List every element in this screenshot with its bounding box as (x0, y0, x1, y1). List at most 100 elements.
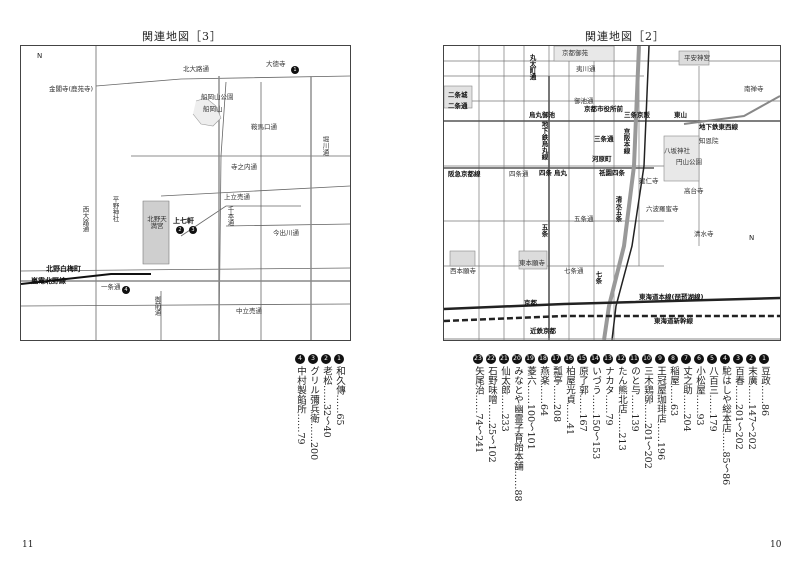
nanzenji-label: 南禅寺 (744, 85, 764, 93)
hankyu-label: 阪急京都線 (448, 170, 481, 178)
shiyakusho-label: 京都市役所前 (584, 105, 623, 113)
daitokuji-label: 大徳寺 (266, 60, 286, 68)
nijojo-label: 二条城 (448, 91, 468, 99)
right-north-arrow: N (749, 234, 755, 242)
kitano-hakubaicho-label: 北野白梅町 (46, 265, 81, 273)
oike-label: 御池通 (574, 97, 594, 105)
left-map-roads (21, 46, 350, 340)
shichijo-st-label: 七条 (594, 271, 602, 284)
karasuma-label: 烏丸 (554, 169, 567, 177)
kuramaguchi-label: 鞍馬口通 (251, 123, 277, 131)
kodaiji-label: 高台寺 (684, 187, 704, 195)
ebisugawa-label: 夷川通 (576, 65, 596, 73)
nishi-honganji-label: 西本願寺 (450, 267, 476, 275)
karasuma-oike-label: 烏丸御池 (529, 111, 555, 119)
kiyomizu-label: 清水寺 (694, 230, 714, 238)
page-number-left: 11 (22, 540, 34, 550)
nijo-label: 二条通 (448, 102, 468, 110)
index-entry: 7丈之助……204 (681, 354, 692, 432)
right-map-roads (444, 46, 780, 340)
chionin-label: 知恩院 (699, 137, 719, 145)
index-entry: 3百春……201〜202 (733, 354, 744, 450)
page-number-right: 10 (770, 540, 782, 550)
senbon-label: 千本通 (226, 206, 234, 226)
index-entry: 2末廣……147〜202 (746, 354, 757, 450)
index-entry: 4駝はしや総本店……85〜86 (720, 354, 731, 486)
marker-4: 4 (122, 286, 130, 294)
left-map-title: 関連地図［3］ (142, 30, 222, 43)
left-map: N 金閣寺(鹿苑寺) 北大路通 大徳寺 船岡山公園 船岡山 鞍馬口通 堀川通 寺… (20, 45, 351, 341)
imadegawa-label: 今出川通 (273, 229, 299, 237)
gosho-label: 京都御苑 (562, 49, 588, 57)
funaoka-park-label: 船岡山公園 (201, 93, 234, 101)
funaoka-label: 船岡山 (203, 105, 223, 113)
index-entry: 1豆政……86 (759, 354, 770, 417)
kamishichiken-label: 上七軒 (173, 217, 194, 225)
hirano-label: 平野神社 (111, 196, 119, 222)
higashiyama-label: 東山 (674, 111, 687, 119)
sanjo-label: 三条通 (594, 135, 614, 143)
index-entry: 3グリル彌兵衛……200 (308, 354, 319, 461)
left-index: 1和久傳……65 2老松……32〜40 3グリル彌兵衛……200 4中村製餡所…… (285, 354, 345, 494)
teranouchi-label: 寺之内通 (231, 163, 257, 171)
marutamachi-label: 丸太町通 (528, 54, 536, 80)
nishioji-label: 西大路通 (81, 206, 89, 232)
rokuhara-label: 六波羅蜜寺 (646, 205, 679, 213)
karasuma-line-label: 地下鉄烏丸線 (540, 121, 548, 160)
gojo-label: 五条通 (574, 215, 594, 223)
shijo-st-label: 四条 (539, 169, 552, 177)
maruyama-label: 円山公園 (676, 158, 702, 166)
nakadachiuri-label: 中立売通 (236, 307, 262, 315)
gozen-label: 御前通 (153, 296, 161, 316)
index-entry: 22石野味噌……25〜102 (486, 354, 497, 463)
index-entry: 18燕楽……64 (538, 354, 549, 417)
index-entry: 16柏屋光貞……41 (564, 354, 575, 436)
index-entry: 19菱六……100〜101 (525, 354, 536, 450)
index-entry: 15原了郭……167 (577, 354, 588, 432)
keihan-label: 京阪本線 (622, 128, 630, 154)
higashi-honganji-label: 東本願寺 (519, 259, 545, 267)
kenninji-label: 建仁寺 (639, 177, 659, 185)
horikawa-label: 堀川通 (321, 136, 329, 156)
randen-label: 嵐電北野線 (31, 277, 66, 285)
shinkansen-label: 東海道新幹線 (654, 317, 693, 325)
index-entry: 17瓢亭……208 (551, 354, 562, 423)
index-entry: 20みなとや幽霊子育飴本舗……88 (512, 354, 523, 502)
right-map: N 京都御苑 丸太町通 夷川通 二条城 二条通 平安神宮 南禅寺 御池通 京都市… (443, 45, 781, 341)
right-map-title: 関連地図［2］ (585, 30, 665, 43)
shichijo-label: 七条通 (564, 267, 584, 275)
kyoto-label: 京都 (524, 299, 537, 307)
kiyomizu-gojo-label: 清水五条 (614, 196, 622, 222)
index-entry: 23矢尾治……74〜241 (473, 354, 484, 454)
index-entry: 4中村製餡所……79 (295, 354, 306, 445)
gion-shijo-label: 祇園四条 (599, 169, 625, 177)
kamidachiuri-label: 上立売通 (224, 193, 250, 201)
right-index: 1豆政……86 2末廣……147〜202 3百春……201〜202 4駝はしや総… (470, 354, 770, 502)
sanjo-keihan-label: 三条京阪 (624, 111, 650, 119)
index-entry: 21仙太郎……233 (499, 354, 510, 432)
tokaido-label: 東海道本線(琵琶湖線) (639, 293, 704, 301)
index-entry: 2老松……32〜40 (321, 354, 332, 438)
index-entry: 6小松屋……93 (694, 354, 705, 426)
index-entry: 1和久傳……65 (334, 354, 345, 426)
north-arrow: N (37, 52, 43, 60)
kitaoji-label: 北大路通 (183, 65, 209, 73)
gojo-st-label: 五条 (540, 224, 548, 237)
marker-3: 3 (189, 226, 197, 234)
heian-label: 平安神宮 (684, 54, 710, 62)
index-entry: 12たん熊北店……213 (616, 354, 627, 451)
kitano-label: 北野天満宮 (147, 215, 167, 230)
index-entry: 9王冠屋珈琲店……196 (655, 354, 666, 461)
yasaka-label: 八坂神社 (664, 147, 690, 155)
index-entry: 10三木鶏卵……201〜202 (642, 354, 653, 469)
index-entry: 13ナカタ……79 (603, 354, 614, 426)
index-entry: 5八百三……179 (707, 354, 718, 432)
kinkakuji-label: 金閣寺(鹿苑寺) (49, 85, 94, 93)
ichijo-label: 一条通 (101, 283, 121, 291)
index-entry: 8稲屋……63 (668, 354, 679, 417)
marker-2: 2 (176, 226, 184, 234)
index-entry: 14いづう……150〜153 (590, 354, 601, 460)
index-entry: 11のと与……139 (629, 354, 640, 432)
marker-1: 1 (291, 66, 299, 74)
kintetsu-label: 近鉄京都 (530, 327, 556, 335)
